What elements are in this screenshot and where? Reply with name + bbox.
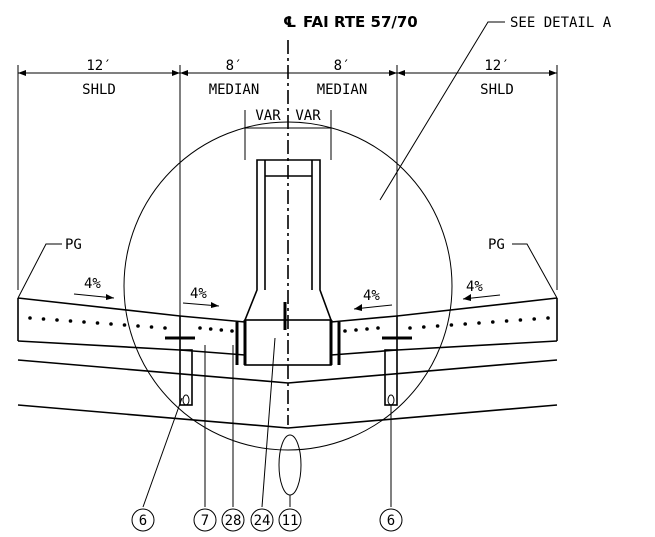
rebar-dot xyxy=(504,319,509,323)
callout-circle xyxy=(221,508,245,532)
zone-label: SHLD xyxy=(480,82,514,98)
pg-left-leader xyxy=(17,243,62,299)
rebar-dot xyxy=(109,322,113,326)
rebar-dot xyxy=(219,328,224,332)
rebar-dot xyxy=(122,323,127,327)
arrow-head xyxy=(172,70,180,76)
var-label: VAR xyxy=(295,108,321,124)
slope-arrowhead xyxy=(106,294,114,300)
pg-left-label: PG xyxy=(65,237,82,253)
zone-label: SHLD xyxy=(82,82,116,98)
title-group: ℄ FAI RTE 57/70 xyxy=(283,13,418,31)
rebar-dot xyxy=(354,328,358,332)
right-underdrain-pipe xyxy=(387,394,395,406)
callout-number: 28 xyxy=(225,513,242,529)
rebar-dots xyxy=(28,316,550,333)
rebar-dot xyxy=(163,326,167,330)
left-underdrain xyxy=(179,349,193,406)
callout-circle xyxy=(131,508,155,532)
detail-leader-line xyxy=(379,21,505,201)
drawing-title: FAI RTE 57/70 xyxy=(303,13,418,31)
width-label: 8′ xyxy=(334,58,351,74)
rebar-dot xyxy=(136,324,140,328)
callout-leader xyxy=(142,397,183,508)
rebar-dot xyxy=(149,325,154,329)
subbase-line xyxy=(17,359,558,384)
rebar-dot xyxy=(546,316,550,320)
slope-label: 4% xyxy=(466,279,483,295)
right-underdrain xyxy=(384,349,398,406)
centerline-symbol: ℄ xyxy=(283,13,296,31)
zone-label: MEDIAN xyxy=(317,82,368,98)
width-label: 12′ xyxy=(86,58,111,74)
arrow-head xyxy=(549,70,557,76)
slope-label: 4% xyxy=(363,288,380,304)
callout-number: 6 xyxy=(387,513,395,529)
rebar-dot xyxy=(230,329,234,333)
left-pavement-bottom xyxy=(17,340,246,356)
rebar-dot xyxy=(422,325,426,329)
arrow-head xyxy=(389,70,397,76)
arrow-head xyxy=(397,70,405,76)
slope-arrowhead xyxy=(463,294,471,301)
callout-number: 11 xyxy=(282,513,299,529)
slope-label: 4% xyxy=(84,276,101,292)
rebar-dot xyxy=(518,318,523,322)
rebar-dot xyxy=(198,326,202,330)
pg-right-label: PG xyxy=(488,237,505,253)
slope-label: 4% xyxy=(190,286,207,302)
callout-circle xyxy=(278,508,302,532)
callout-number: 24 xyxy=(254,513,271,529)
rebar-dot xyxy=(532,317,536,321)
barrier-outline xyxy=(244,159,332,321)
callout-circle xyxy=(250,508,274,532)
rebar-dot xyxy=(449,323,454,327)
callout-number: 6 xyxy=(139,513,147,529)
arrow-head xyxy=(18,70,26,76)
item-11-oval xyxy=(278,434,302,496)
callout-leaders xyxy=(142,337,392,508)
rebar-dot xyxy=(435,324,440,328)
callouts: 6 7 28 24 11 6 xyxy=(131,508,403,532)
arrow-head xyxy=(180,70,188,76)
var-label: VAR xyxy=(255,108,281,124)
pg-right-leader xyxy=(512,243,558,299)
width-label: 8′ xyxy=(226,58,243,74)
rebar-dot xyxy=(365,327,369,331)
rebar-dot xyxy=(41,317,46,321)
slope-arrowhead xyxy=(354,304,362,311)
callout-leader xyxy=(261,337,276,508)
rebar-dot xyxy=(376,326,380,330)
callout-number: 7 xyxy=(201,513,209,529)
slope-arrowhead xyxy=(211,302,219,308)
rebar-dot xyxy=(408,326,412,330)
right-pavement-bottom xyxy=(330,340,558,356)
left-pavement xyxy=(17,297,246,365)
see-detail-label: SEE DETAIL A xyxy=(510,15,612,31)
rebar-dot xyxy=(55,318,59,322)
rebar-dot xyxy=(208,327,213,331)
rebar-dot xyxy=(82,320,86,324)
callout-circle xyxy=(193,508,217,532)
detail-circle xyxy=(123,121,453,451)
rebar-dot xyxy=(463,322,468,326)
rebar-dot xyxy=(68,319,73,323)
rebar-dot xyxy=(477,321,481,325)
left-underdrain-pipe xyxy=(182,394,190,406)
median-barrier xyxy=(243,159,333,366)
zone-label: MEDIAN xyxy=(209,82,260,98)
dimension-lines xyxy=(17,65,558,320)
subgrade-line xyxy=(17,404,558,429)
rebar-dot xyxy=(343,329,347,333)
rebar-dot xyxy=(28,316,32,320)
rebar-dot xyxy=(95,321,100,325)
callout-circle xyxy=(379,508,403,532)
rebar-dot xyxy=(491,320,495,324)
left-pavement-top xyxy=(17,297,246,323)
width-label: 12′ xyxy=(484,58,509,74)
